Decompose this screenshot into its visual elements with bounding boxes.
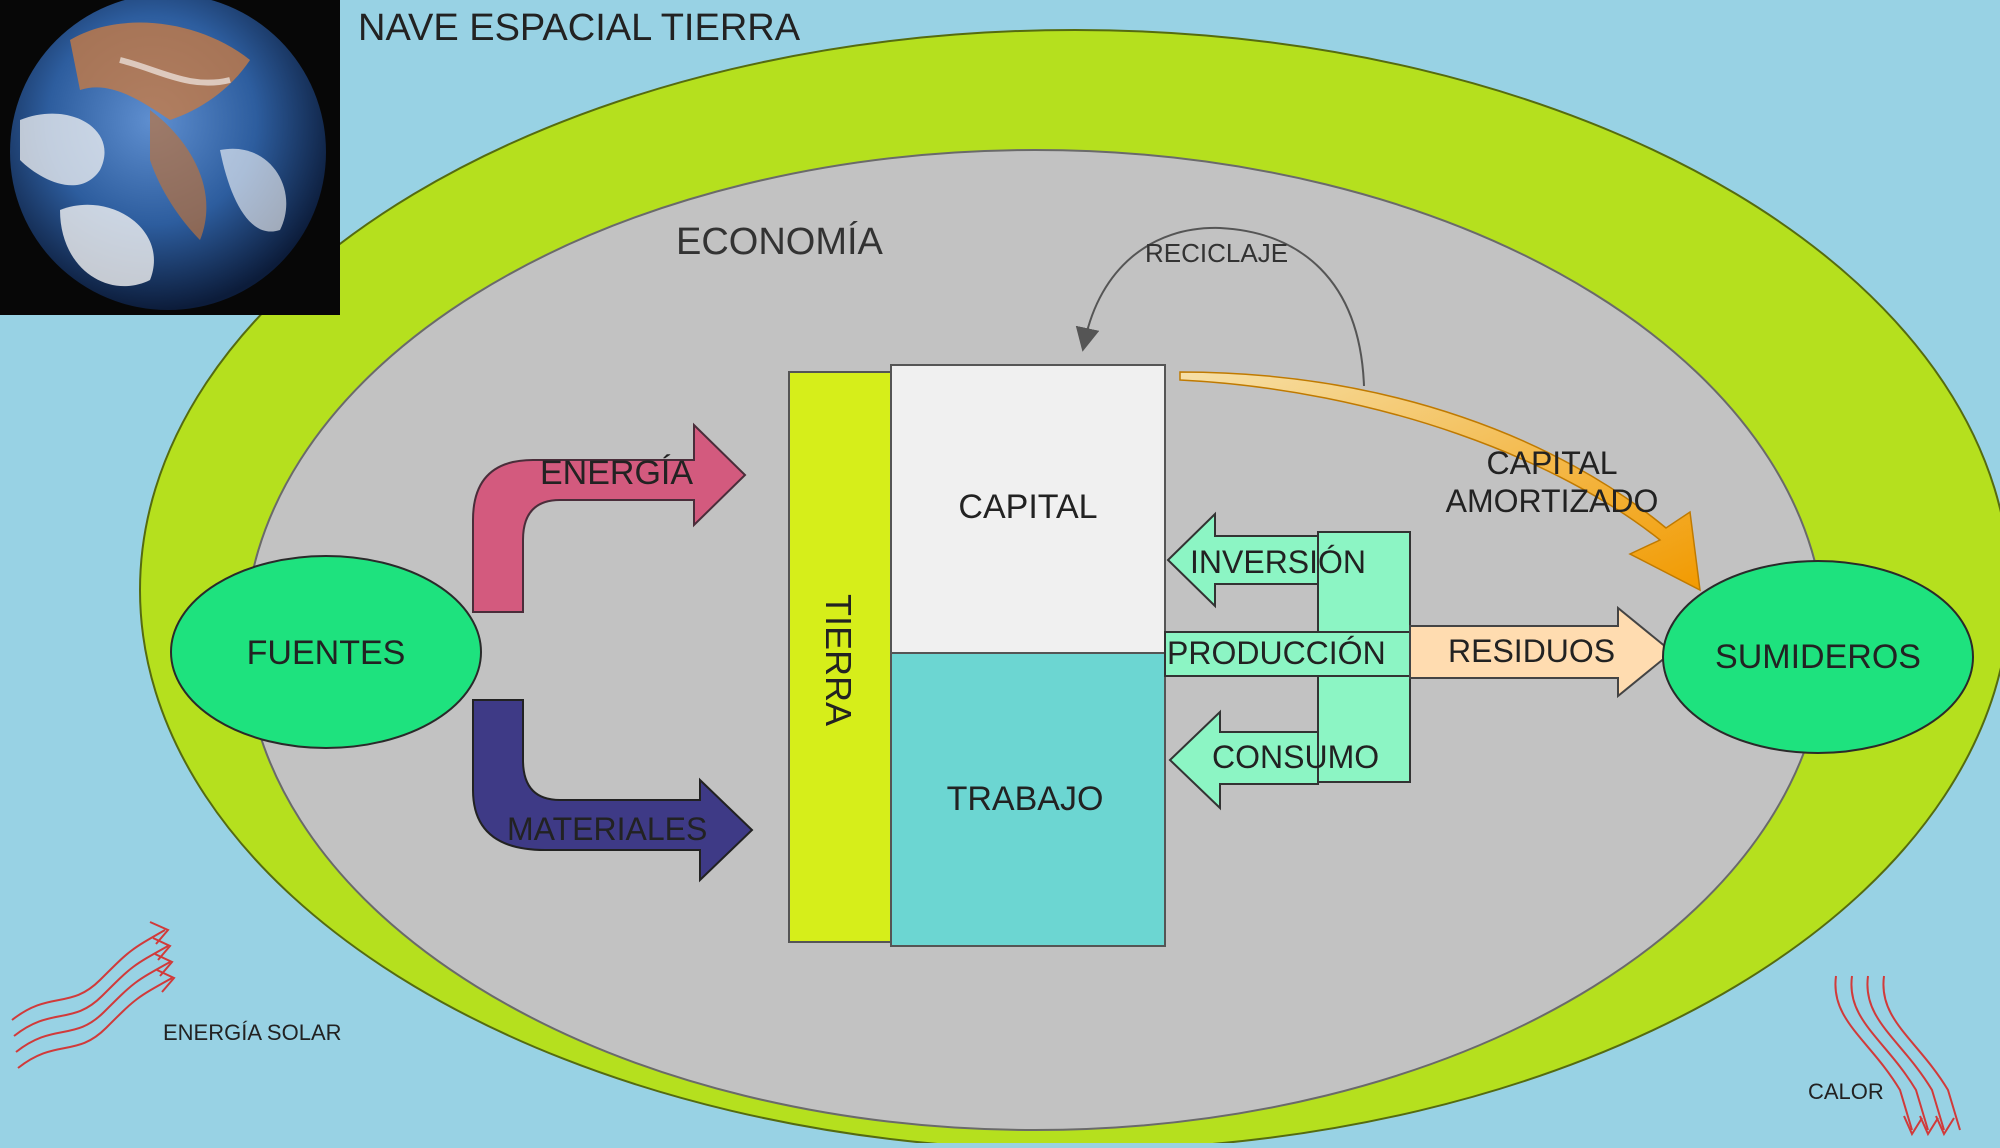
economy-label: ECONOMÍA	[676, 220, 884, 263]
sinks-label: SUMIDEROS	[1715, 638, 1921, 676]
sources-label: FUENTES	[247, 634, 406, 672]
land-bar	[788, 371, 892, 943]
consumption-arrow	[1168, 709, 1319, 811]
consumption-label: CONSUMO	[1212, 739, 1379, 775]
materials-arrow	[472, 699, 754, 883]
labor-box	[890, 652, 1166, 947]
recycling-arc	[1075, 226, 1365, 387]
recycling-label: RECICLAJE	[1145, 238, 1288, 268]
sinks-ellipse	[1662, 560, 1974, 754]
sources-ellipse	[170, 555, 482, 749]
labor-label: TRABAJO	[947, 780, 1104, 818]
energy-arrow	[472, 422, 747, 613]
depreciated-capital-line2: AMORTIZADO	[1446, 483, 1659, 519]
depreciated-capital-line1: CAPITAL	[1487, 445, 1618, 481]
waste-label: RESIDUOS	[1448, 633, 1615, 669]
solar-energy-icon	[11, 921, 176, 1069]
earth-photo	[0, 0, 340, 315]
solar-energy-label: ENERGÍA SOLAR	[163, 1020, 342, 1045]
heat-label: CALOR	[1808, 1079, 1884, 1104]
production-label: PRODUCCIÓN	[1167, 635, 1386, 671]
investment-label: INVERSIÓN	[1190, 544, 1366, 580]
title: NAVE ESPACIAL TIERRA	[358, 7, 801, 49]
investment-arrow	[1166, 511, 1319, 609]
production-band	[1164, 631, 1411, 677]
depreciated-capital-arrow	[1179, 371, 1701, 592]
materials-label: MATERIALES	[507, 811, 707, 847]
land-label: TIERRA	[818, 594, 859, 726]
energy-label: ENERGÍA	[540, 454, 693, 492]
heat-icon	[1834, 975, 1961, 1137]
waste-arrow	[1409, 605, 1674, 699]
capital-label: CAPITAL	[958, 488, 1097, 526]
